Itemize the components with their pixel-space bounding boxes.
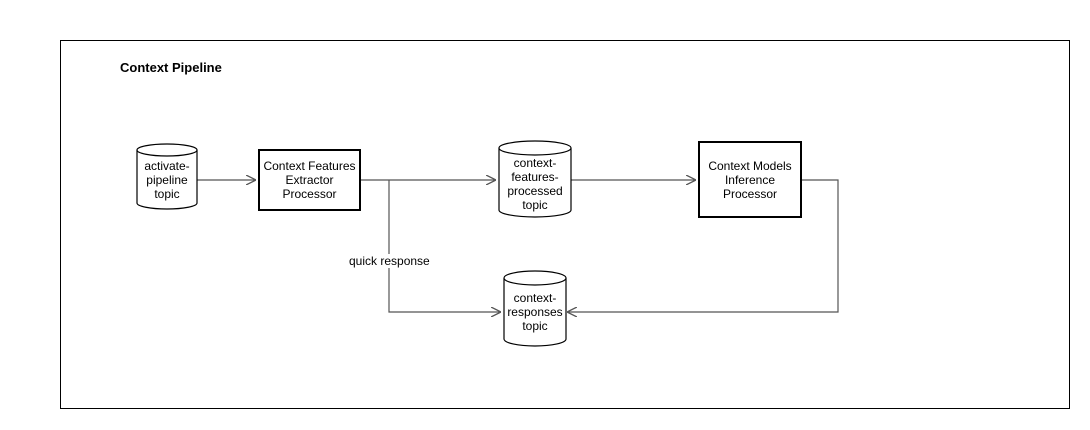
node-activate-pipeline-topic-label: activate- pipeline topic (144, 159, 190, 201)
edge-inference-to-responses (567, 179, 839, 312)
diagram-frame (60, 40, 1070, 409)
node-context-features-extractor-label: Context Features Extractor Processor (263, 159, 356, 201)
node-activate-pipeline-topic-shape (136, 143, 198, 210)
diagram-title: Context Pipeline (120, 60, 222, 75)
node-context-responses-topic-label: context- responses topic (507, 291, 563, 333)
edge-extractor-to-responses (388, 180, 501, 312)
edge-label-quick-response: quick response (347, 254, 432, 268)
node-context-models-inference-label: Context Models Inference Processor (708, 158, 792, 201)
node-context-features-processed-topic-shape (498, 140, 572, 218)
node-context-models-inference-box (698, 141, 802, 218)
node-context-features-extractor-box (258, 149, 361, 211)
node-context-responses-topic-shape (503, 270, 567, 347)
node-context-features-processed-topic-label: context- features- processed topic (507, 156, 563, 212)
